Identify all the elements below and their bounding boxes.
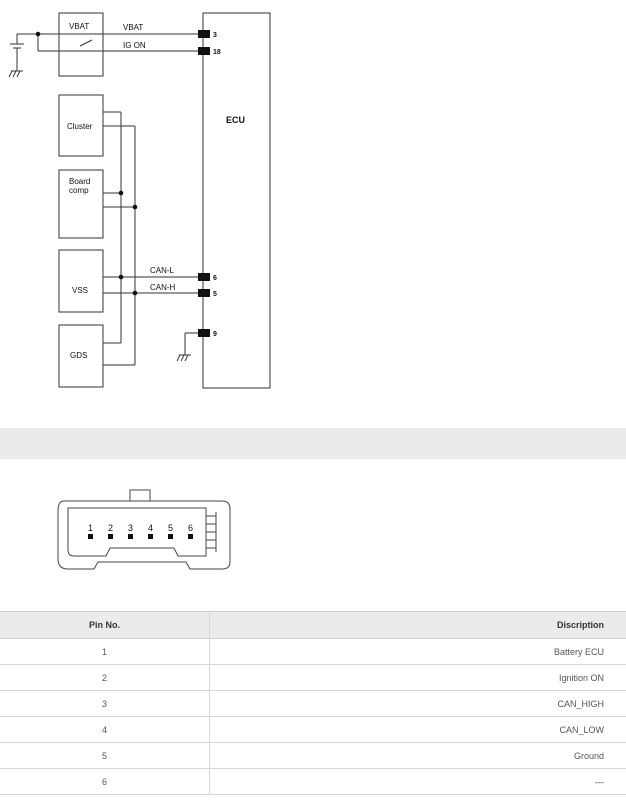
pin-number-cell: 2 <box>0 664 210 691</box>
pin-description-cell: — <box>209 768 626 795</box>
ecu-block <box>202 12 271 389</box>
pin-3-label: 3 <box>213 32 217 39</box>
pin-description-cell: CAN_HIGH <box>209 690 626 717</box>
connector-pin-number: 4 <box>148 523 153 533</box>
connector-pin-number: 1 <box>88 523 93 533</box>
section-divider <box>0 428 626 459</box>
pin-description-cell: Battery ECU <box>209 638 626 665</box>
pin-number-cell: 5 <box>0 742 210 769</box>
vss-box <box>58 249 104 313</box>
pin-number-cell: 1 <box>0 638 210 665</box>
wiring-schematic: ECU VBAT Cluster Board comp VSS GDS VBAT… <box>8 12 271 389</box>
pin-number-cell: 4 <box>0 716 210 743</box>
signal-vbat-label: VBAT <box>123 23 143 32</box>
pin-description-cell: Ignition ON <box>209 664 626 691</box>
pin-description-cell: CAN_LOW <box>209 716 626 743</box>
pin-description-cell: Ground <box>209 742 626 769</box>
connector-pin-terminal <box>168 534 173 539</box>
connector-pin-number: 5 <box>168 523 173 533</box>
module-vss-label: VSS <box>72 286 88 295</box>
header-pin-no: Pin No. <box>0 611 210 639</box>
module-cluster-label: Cluster <box>67 122 93 131</box>
table-row: 6— <box>0 768 626 795</box>
pin-number-cell: 6 <box>0 768 210 795</box>
connector-pin-terminal <box>148 534 153 539</box>
gds-box <box>58 324 104 388</box>
pin-9-label: 9 <box>213 331 217 338</box>
connector-diagram: 1 2 3 4 5 6 <box>57 489 231 570</box>
connector-pin-terminal <box>128 534 133 539</box>
module-board-comp-label: Board comp <box>69 177 93 195</box>
pin-5-label: 5 <box>213 291 217 298</box>
pin-number-cell: 3 <box>0 690 210 717</box>
connector-pin-terminal <box>108 534 113 539</box>
signal-ig-on-label: IG ON <box>123 41 146 50</box>
connector-pin-number: 6 <box>188 523 193 533</box>
board-comp-box <box>58 169 104 239</box>
pin-6-label: 6 <box>213 275 217 282</box>
ecu-label: ECU <box>226 115 245 125</box>
connector-pin-number: 3 <box>128 523 133 533</box>
connector-pin-terminal <box>88 534 93 539</box>
pin-18-label: 18 <box>213 49 221 56</box>
vbat-box <box>58 12 104 77</box>
header-description: Discription <box>209 611 626 639</box>
connector-pin-terminal <box>188 534 193 539</box>
connector-pin-number: 2 <box>108 523 113 533</box>
signal-can-h-label: CAN-H <box>150 283 176 292</box>
signal-can-l-label: CAN-L <box>150 266 175 275</box>
ig-switch-icon <box>79 39 93 47</box>
pin-table-header-row: Pin No. Discription <box>0 611 626 639</box>
module-gds-label: GDS <box>70 351 87 360</box>
vbat-box-label: VBAT <box>69 22 89 31</box>
